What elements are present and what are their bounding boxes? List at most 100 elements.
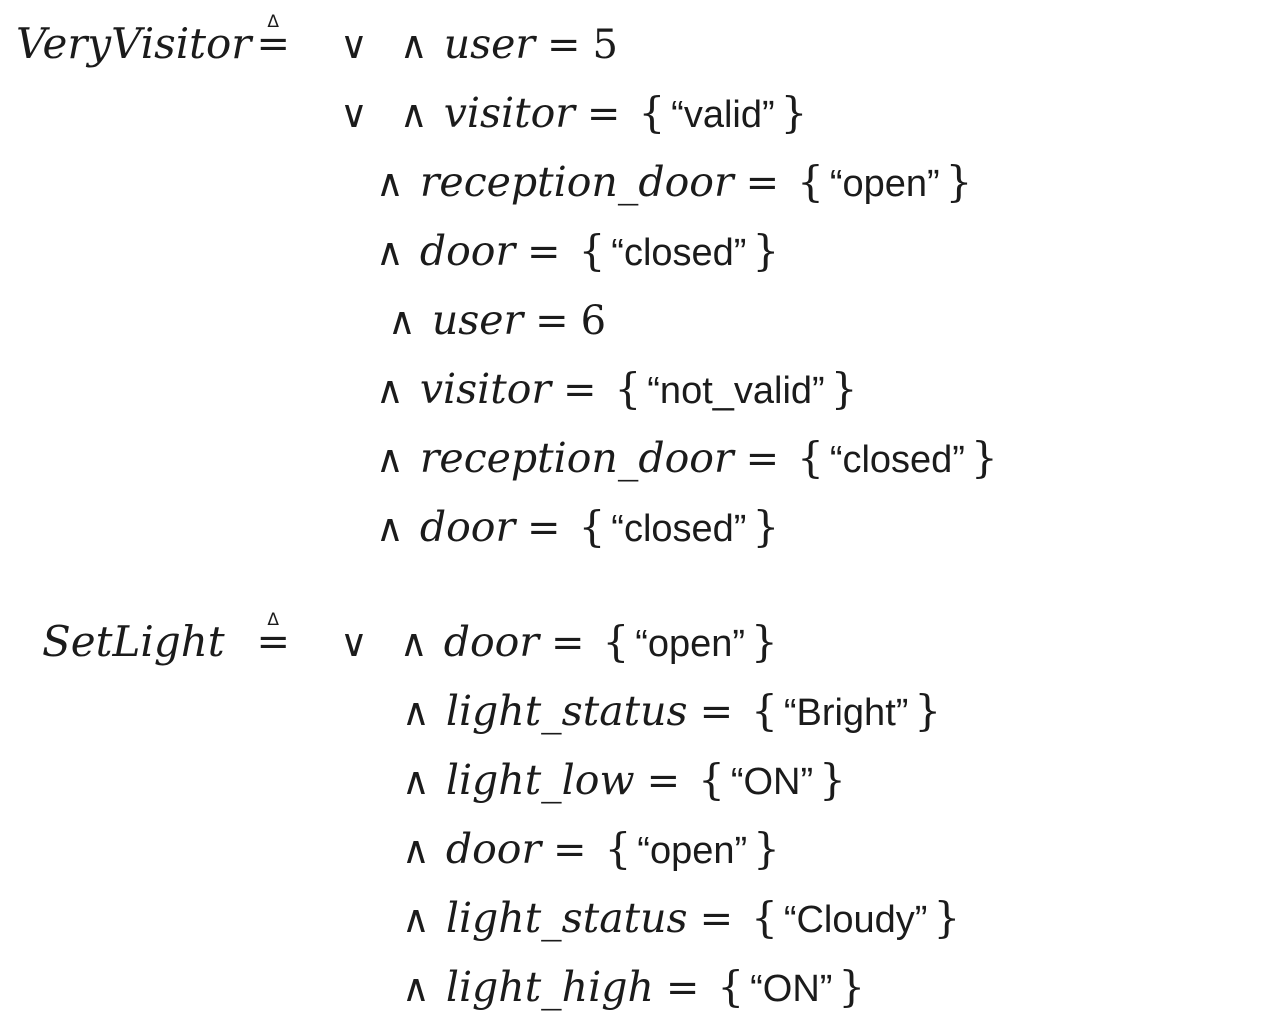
logic-operators: ∧: [376, 368, 404, 412]
value: 6: [580, 298, 607, 344]
open-brace: {: [751, 893, 778, 942]
logic-operators: ∨ ∧: [340, 92, 428, 136]
close-brace: }: [753, 824, 780, 873]
logic-operators: ∧: [376, 161, 404, 205]
variable-name: light_high: [445, 963, 654, 1011]
variable-name: door: [419, 227, 516, 275]
open-brace: {: [717, 962, 745, 1011]
variable-name: reception_door: [419, 434, 734, 482]
close-brace: }: [914, 686, 942, 735]
definition-name: VeryVisitor: [16, 19, 252, 68]
value: “Cloudy”: [783, 899, 928, 941]
conjunct-line: ∧light_status={“Cloudy”}: [402, 888, 1280, 957]
close-brace: }: [752, 226, 780, 275]
variable-name: door: [443, 618, 539, 666]
equals-sign: =: [699, 689, 734, 735]
logic-operators: ∧: [376, 506, 404, 550]
conjunct-line: ∨ ∧ visitor= {“valid”}: [340, 83, 1280, 152]
conjunct-line: ∧light_status={“Bright”}: [402, 681, 1280, 750]
open-brace: {: [604, 824, 632, 873]
definition-head: SetLight Δ=: [10, 612, 340, 672]
variable-name: light_status: [445, 687, 688, 735]
conjunct-line: ∧ user=6: [388, 290, 1280, 359]
open-brace: {: [751, 686, 778, 735]
logic-operators: ∧: [388, 299, 416, 343]
logic-operators: ∧: [402, 897, 430, 941]
close-brace: }: [751, 617, 778, 666]
equals-sign: =: [699, 896, 734, 942]
logic-operators: ∨ ∧: [340, 23, 428, 67]
defined-as-symbol: Δ=: [256, 612, 290, 672]
defined-as-symbol: Δ=: [256, 14, 290, 74]
defsym-equals: =: [256, 619, 290, 665]
value: “valid”: [671, 94, 775, 136]
equals-sign: =: [586, 91, 621, 137]
variable-name: light_low: [445, 756, 635, 804]
value: “ON”: [730, 761, 814, 803]
value: “Bright”: [783, 692, 909, 734]
equals-sign: =: [646, 758, 681, 804]
definition-body: ∨ ∧door={“open”} ∧light_status={“Bright”…: [340, 612, 1280, 1026]
equals-sign: =: [745, 436, 780, 482]
equals-sign: =: [550, 620, 585, 666]
equals-sign: =: [553, 827, 587, 873]
close-brace: }: [752, 502, 780, 551]
open-brace: {: [614, 364, 642, 413]
close-brace: }: [945, 157, 973, 206]
conjunct-line: ∧ light_low= {“ON”}: [402, 750, 1280, 819]
conjunct-line: ∨ ∧door={“open”}: [340, 612, 1280, 681]
logic-operators: ∧: [376, 437, 404, 481]
conjunct-line: ∧light_high={“ON”}: [402, 957, 1280, 1026]
definition-block-setlight: SetLight Δ= ∨ ∧door={“open”} ∧light_stat…: [10, 612, 1280, 1026]
conjunct-line: ∨ ∧ user=5: [340, 14, 1280, 83]
close-brace: }: [780, 88, 808, 137]
defsym-triangle: Δ: [267, 610, 280, 630]
variable-name: user: [431, 296, 524, 344]
open-brace: {: [578, 502, 606, 551]
conjunct-line: ∧ reception_door= {“closed”}: [376, 428, 1280, 497]
variable-name: door: [419, 503, 516, 551]
variable-name: visitor: [419, 365, 552, 413]
equals-sign: =: [527, 505, 561, 551]
close-brace: }: [830, 364, 858, 413]
definition-body: ∨ ∧user=5 ∨ ∧visitor={“valid”} ∧receptio…: [340, 14, 1280, 566]
equals-sign: =: [745, 160, 780, 206]
close-brace: }: [819, 755, 846, 804]
value: 5: [592, 22, 618, 68]
open-brace: {: [698, 755, 725, 804]
variable-name: user: [443, 20, 536, 68]
conjunct-line: ∧ visitor= {“not_valid”}: [376, 359, 1280, 428]
open-brace: {: [797, 433, 824, 482]
equals-sign: =: [547, 22, 581, 68]
definition-block-veryvisitor: VeryVisitor Δ= ∨ ∧user=5 ∨ ∧visitor={“va…: [10, 14, 1280, 566]
open-brace: {: [797, 157, 824, 206]
open-brace: {: [578, 226, 606, 275]
conjunct-line: ∧ door= {“closed”}: [376, 497, 1280, 566]
value: “open”: [829, 163, 940, 205]
variable-name: visitor: [443, 89, 575, 137]
value: “ON”: [750, 968, 833, 1010]
open-brace: {: [602, 617, 630, 666]
value: “open”: [637, 830, 748, 872]
close-brace: }: [970, 433, 998, 482]
value: “not_valid”: [647, 370, 825, 412]
conjunct-line: ∧door={“closed”}: [376, 221, 1280, 290]
close-brace: }: [838, 962, 866, 1011]
value: “closed”: [611, 232, 747, 274]
equals-sign: =: [535, 298, 569, 344]
variable-name: light_status: [445, 894, 688, 942]
open-brace: {: [638, 88, 666, 137]
equals-sign: =: [563, 367, 597, 413]
variable-name: door: [445, 825, 542, 873]
definition-name: SetLight: [42, 617, 225, 666]
value: “closed”: [611, 508, 747, 550]
value: “closed”: [829, 439, 965, 481]
defsym-equals: =: [256, 21, 290, 67]
conjunct-line: ∧reception_door={“open”}: [376, 152, 1280, 221]
logic-operators: ∧: [402, 759, 430, 803]
definition-head: VeryVisitor Δ=: [10, 14, 340, 74]
conjunct-line: ∧door={“open”}: [402, 819, 1280, 888]
equals-sign: =: [527, 229, 561, 275]
value: “open”: [635, 623, 746, 665]
